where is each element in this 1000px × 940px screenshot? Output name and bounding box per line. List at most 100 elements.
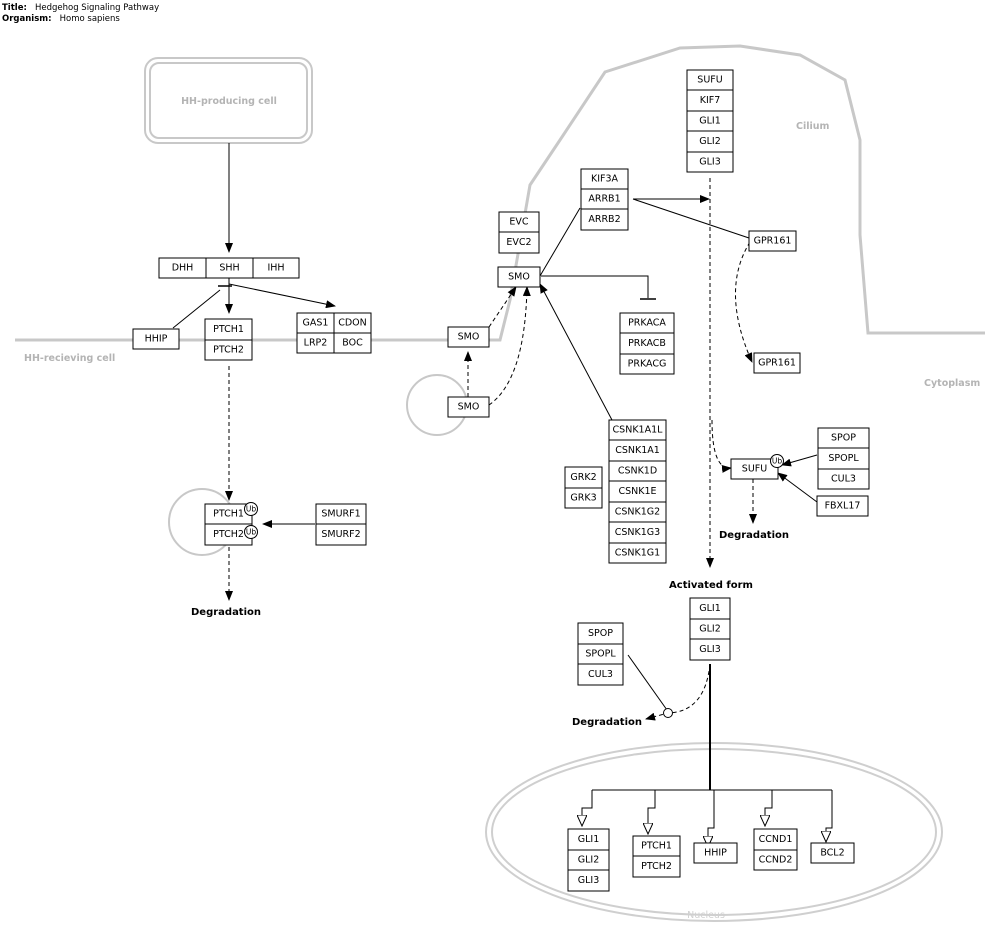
svg-text:SPOPL: SPOPL	[828, 453, 859, 464]
gene-ptch2[interactable]: PTCH2	[204, 339, 253, 361]
svg-text:CSNK1A1L: CSNK1A1L	[613, 425, 664, 436]
label-degradation-gli: Degradation	[572, 717, 642, 728]
gene-smo-cilium[interactable]: SMO	[497, 266, 541, 288]
gene-gpr161-cilium[interactable]: GPR161	[748, 230, 797, 252]
gene-arrb1[interactable]: ARRB1	[580, 188, 629, 210]
ub-sufu: Ub	[770, 454, 784, 468]
svg-text:GLI3: GLI3	[699, 644, 721, 655]
gene-csnk1g3[interactable]: CSNK1G3	[608, 521, 667, 544]
edge-smo-to-smo-cilium	[488, 286, 517, 328]
svg-text:EVC2: EVC2	[506, 237, 531, 248]
gene-gli1-nucleus[interactable]: GLI1	[567, 828, 610, 851]
gene-gli3-nucleus[interactable]: GLI3	[567, 869, 610, 892]
svg-text:ARRB1: ARRB1	[588, 194, 620, 205]
gene-gli1-active[interactable]: GLI1	[689, 597, 731, 620]
gene-gli3-cilium[interactable]: GLI3	[686, 151, 734, 173]
gene-prkacg[interactable]: PRKACG	[619, 353, 675, 375]
gene-boc[interactable]: BOC	[333, 332, 372, 354]
svg-text:CUL3: CUL3	[831, 474, 856, 485]
gene-csnk1g1[interactable]: CSNK1G1	[608, 542, 667, 564]
gene-sufu-cilium[interactable]: SUFU	[686, 69, 734, 91]
gene-csnk1a1[interactable]: CSNK1A1	[608, 439, 667, 462]
gene-cul3-sufu[interactable]: CUL3	[817, 468, 870, 490]
gene-spop-gli[interactable]: SPOP	[577, 622, 624, 645]
gene-gli1-cilium[interactable]: GLI1	[686, 110, 734, 132]
svg-text:CCND1: CCND1	[759, 834, 793, 845]
label-activated-form: Activated form	[669, 580, 753, 591]
gene-sufu-cytoplasm[interactable]: SUFU	[730, 458, 779, 480]
gene-smo-vesicle[interactable]: SMO	[447, 396, 490, 418]
gene-spopl-sufu[interactable]: SPOPL	[817, 447, 870, 470]
gene-cul3-gli[interactable]: CUL3	[577, 663, 624, 686]
svg-text:PTCH2: PTCH2	[641, 861, 672, 872]
organism-value: Homo sapiens	[59, 14, 120, 24]
gene-gpr161-cytoplasm[interactable]: GPR161	[753, 352, 801, 374]
gene-ptch2-nucleus[interactable]: PTCH2	[632, 855, 681, 878]
gene-evc2[interactable]: EVC2	[498, 231, 540, 254]
gene-grk3[interactable]: GRK3	[564, 487, 603, 509]
edge-smo-kif3a	[539, 207, 581, 277]
svg-text:GLI1: GLI1	[699, 603, 721, 614]
gene-cdon[interactable]: CDON	[333, 312, 372, 334]
gene-ccnd2[interactable]: CCND2	[753, 849, 798, 871]
gene-smo-membrane[interactable]: SMO	[447, 326, 490, 348]
gene-csnk1e[interactable]: CSNK1E	[608, 480, 667, 503]
gene-gli3-active[interactable]: GLI3	[689, 638, 731, 661]
gene-csnk1d[interactable]: CSNK1D	[608, 460, 667, 482]
svg-text:BOC: BOC	[342, 338, 363, 349]
gene-ptch1[interactable]: PTCH1	[204, 318, 253, 341]
gene-bcl2[interactable]: BCL2	[810, 842, 855, 864]
gene-prkacb[interactable]: PRKACB	[619, 332, 675, 355]
gene-grk2[interactable]: GRK2	[564, 466, 603, 489]
gene-hhip[interactable]: HHIP	[132, 328, 180, 350]
gene-hhip-nucleus[interactable]: HHIP	[693, 842, 738, 864]
edge-fbxl17-to-sufu	[777, 472, 818, 503]
gene-dhh[interactable]: DHH	[158, 257, 207, 279]
edge-vesicle-smo-cilium	[488, 286, 531, 406]
edge-arrb-to-gpr161	[632, 198, 750, 239]
label-cytoplasm: Cytoplasm	[924, 378, 980, 389]
edge-shh-to-gas1	[228, 283, 336, 309]
title-label: Title:	[2, 3, 27, 13]
gene-evc[interactable]: EVC	[498, 211, 540, 233]
edge-to-sufu	[711, 419, 732, 473]
gene-csnk1a1l[interactable]: CSNK1A1L	[608, 419, 667, 441]
svg-text:PTCH1: PTCH1	[641, 841, 672, 852]
svg-text:GLI3: GLI3	[578, 875, 600, 886]
svg-text:SPOP: SPOP	[588, 628, 613, 639]
edge-tx-ccnd	[765, 790, 773, 826]
gene-smurf1[interactable]: SMURF1	[315, 503, 367, 525]
svg-text:CSNK1G1: CSNK1G1	[615, 548, 660, 559]
gene-prkaca[interactable]: PRKACA	[619, 312, 675, 334]
gene-fbxl17[interactable]: FBXL17	[816, 495, 869, 517]
gene-gas1[interactable]: GAS1	[296, 312, 335, 334]
gene-ccnd1[interactable]: CCND1	[753, 828, 798, 851]
gene-spopl-gli[interactable]: SPOPL	[577, 643, 624, 665]
gene-lrp2[interactable]: LRP2	[296, 332, 335, 354]
svg-text:PTCH1: PTCH1	[213, 509, 244, 520]
gene-kif7[interactable]: KIF7	[686, 89, 734, 112]
membrane-cilium-outline	[15, 44, 985, 342]
ub-ptch1: Ub	[244, 502, 258, 516]
label-receiving-cell: HH-recieving cell	[24, 353, 115, 364]
gene-ptch1-nucleus[interactable]: PTCH1	[632, 835, 681, 857]
gene-kif3a[interactable]: KIF3A	[580, 168, 629, 190]
gene-smurf2[interactable]: SMURF2	[315, 523, 367, 546]
gene-ihh[interactable]: IHH	[252, 257, 300, 279]
gene-gli2-active[interactable]: GLI2	[689, 618, 731, 640]
edge-tx-hhip	[708, 790, 715, 847]
svg-text:HHIP: HHIP	[704, 848, 727, 859]
gene-csnk1g2[interactable]: CSNK1G2	[608, 501, 667, 523]
svg-text:KIF3A: KIF3A	[591, 174, 619, 185]
gene-shh[interactable]: SHH	[205, 257, 254, 279]
gene-gli2-nucleus[interactable]: GLI2	[567, 849, 610, 871]
svg-text:ARRB2: ARRB2	[588, 214, 620, 225]
gene-gli2-cilium[interactable]: GLI2	[686, 130, 734, 153]
gene-spop-sufu[interactable]: SPOP	[817, 427, 870, 449]
svg-text:CSNK1G2: CSNK1G2	[615, 507, 660, 518]
svg-text:SPOP: SPOP	[831, 433, 856, 444]
edge-smo-inhibit-pka	[541, 275, 649, 298]
svg-text:HHIP: HHIP	[145, 334, 168, 345]
svg-text:PTCH2: PTCH2	[213, 529, 244, 540]
gene-arrb2[interactable]: ARRB2	[580, 208, 629, 231]
